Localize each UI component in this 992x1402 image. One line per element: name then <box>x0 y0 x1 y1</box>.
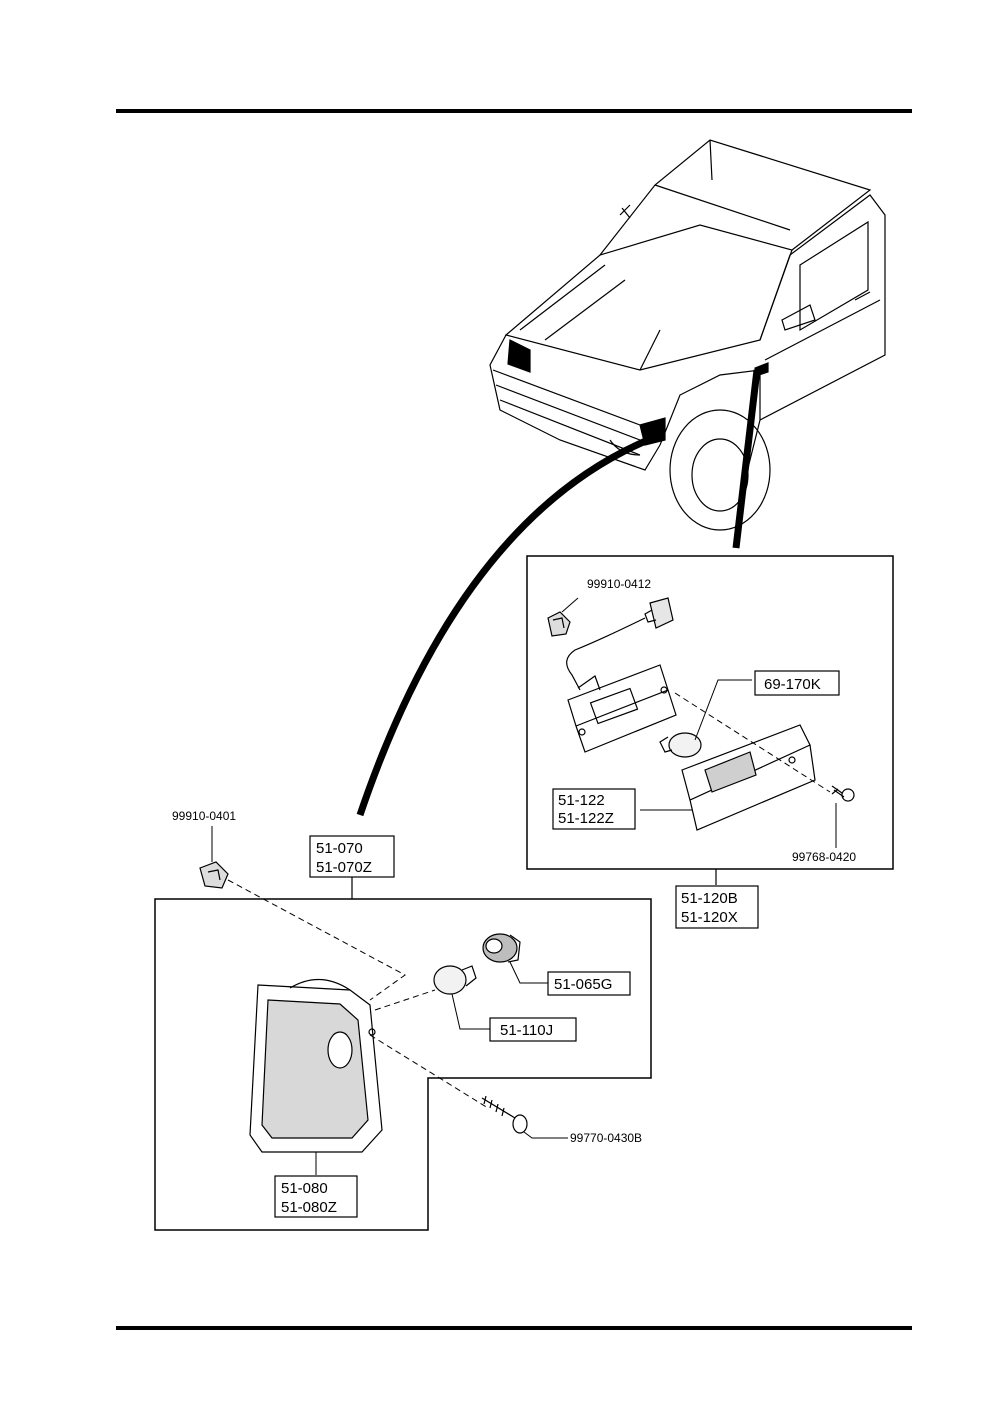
front-screw-label: 99770-0430B <box>570 1131 642 1145</box>
side-bulb-label: 69-170K <box>764 676 821 693</box>
side-bulb-part <box>659 732 702 758</box>
side-lens-label-box <box>552 788 636 830</box>
front-clip-label: 99910-0401 <box>172 809 236 823</box>
side-screw-label: 99768-0420 <box>792 850 856 864</box>
side-screw-part <box>831 785 855 802</box>
side-bulb-label-box <box>754 670 840 696</box>
side-lens-part <box>681 724 816 831</box>
front-callout-curve <box>356 436 650 817</box>
side-assembly-label-box <box>675 885 759 929</box>
front-clip-part <box>199 861 229 889</box>
front-bulb-label-box <box>489 1017 577 1042</box>
side-assembly-label-a: 51-120B <box>681 890 738 907</box>
front-socket-label: 51-065G <box>554 976 612 993</box>
side-housing-part <box>567 664 677 753</box>
vehicle-illustration <box>489 139 886 531</box>
side-assembly-label-b: 51-120X <box>681 909 738 926</box>
front-bulb-label: 51-110J <box>500 1022 553 1039</box>
side-clip-label: 99910-0412 <box>587 577 651 591</box>
front-dashed-lines <box>227 879 489 1109</box>
side-connector-part <box>566 597 674 691</box>
front-assembly-label-box <box>309 835 395 878</box>
side-lens-label-b: 51-122Z <box>558 810 614 827</box>
front-lamp-box <box>154 898 652 1231</box>
front-assembly-label-a: 51-070 <box>316 840 363 857</box>
front-lens-label-b: 51-080Z <box>281 1199 337 1216</box>
front-lens-part <box>249 978 383 1153</box>
side-callout-curve <box>732 369 761 549</box>
front-socket-label-box <box>547 971 631 996</box>
side-clip-part <box>547 611 571 637</box>
side-marker-box <box>526 555 894 870</box>
front-lens-label-box <box>274 1175 358 1218</box>
front-bulb-part <box>433 965 477 995</box>
side-lens-label-a: 51-122 <box>558 792 605 809</box>
front-screw-part <box>481 1095 528 1134</box>
front-lens-label-a: 51-080 <box>281 1180 328 1197</box>
front-socket-part <box>482 933 521 963</box>
front-assembly-label-b: 51-070Z <box>316 859 372 876</box>
